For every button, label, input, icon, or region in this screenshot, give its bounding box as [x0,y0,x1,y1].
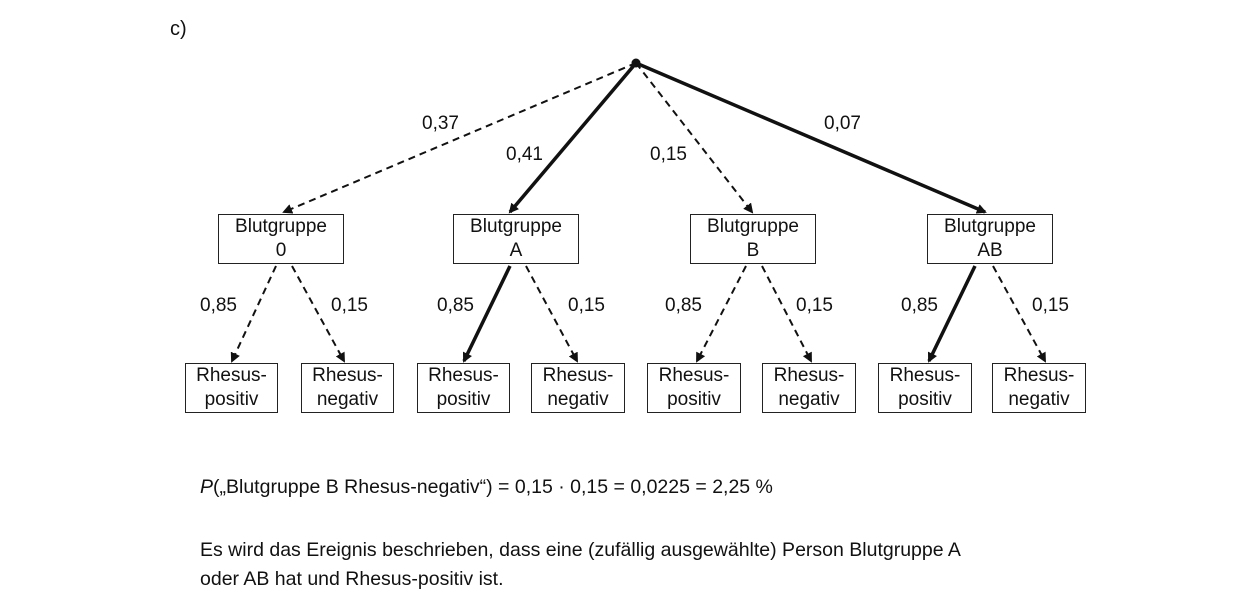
branch-AB-to-positiv [927,265,977,363]
leaf-A-rhesus-negativ: Rhesus- negativ [531,363,625,413]
prob-A-positiv: 0,85 [437,295,474,316]
leaf-label-line2: positiv [898,389,952,410]
leaf-label-line1: Rhesus- [889,365,961,386]
branch-root-to-0 [282,62,637,214]
branch-A-to-negativ [525,265,578,363]
prob-B-positiv: 0,85 [665,295,702,316]
formula-rest: („Blutgruppe B Rhesus-negativ“) = 0,15 ·… [213,476,773,498]
prob-AB-negativ: 0,15 [1032,295,1069,316]
node-label-line1: Blutgruppe [944,216,1036,237]
leaf-label-line1: Rhesus- [658,365,730,386]
leaf-label-line2: negativ [547,389,609,410]
branch-AB-to-negativ [992,265,1046,363]
prob-0-negativ: 0,15 [331,295,368,316]
leaf-label-line1: Rhesus- [773,365,845,386]
formula-p-symbol: P [200,476,214,498]
node-blutgruppe-AB: Blutgruppe AB [927,214,1053,264]
node-label-line2: 0 [275,240,287,261]
leaf-label-line2: negativ [778,389,840,410]
node-blutgruppe-A: Blutgruppe A [453,214,579,264]
prob-0-positiv: 0,85 [200,295,237,316]
description-line1: Es wird das Ereignis beschrieben, dass e… [200,539,961,561]
part-label: c) [170,18,187,40]
branch-B-to-positiv [696,265,747,363]
leaf-label-line2: positiv [436,389,491,410]
leaf-AB-rhesus-negativ: Rhesus- negativ [992,363,1086,413]
node-label-line2: A [509,240,523,261]
node-blutgruppe-B: Blutgruppe B [690,214,816,264]
prob-root-AB: 0,07 [824,113,861,134]
node-blutgruppe-0: Blutgruppe 0 [218,214,344,264]
leaf-B-rhesus-positiv: Rhesus- positiv [647,363,741,413]
leaf-label-line2: negativ [316,389,379,410]
branch-A-to-positiv [462,265,512,363]
node-label-line1: Blutgruppe [707,216,799,237]
node-label-line2: AB [977,240,1003,261]
node-label-line1: Blutgruppe [470,216,562,237]
branch-0-to-negativ [291,265,345,363]
branch-B-to-negativ [761,265,812,363]
event-description: Es wird das Ereignis beschrieben, dass e… [200,536,961,594]
prob-root-0: 0,37 [422,113,459,134]
leaf-label-line1: Rhesus- [312,365,383,386]
description-line2: oder AB hat und Rhesus-positiv ist. [200,568,504,590]
branch-root-to-B [635,62,754,214]
prob-root-B: 0,15 [650,144,687,165]
leaf-label-line1: Rhesus- [196,365,267,386]
leaf-AB-rhesus-positiv: Rhesus- positiv [878,363,972,413]
probability-formula: P(„Blutgruppe B Rhesus-negativ“) = 0,15 … [200,473,773,502]
leaf-label-line1: Rhesus- [1003,365,1075,386]
leaf-0-rhesus-positiv: Rhesus- positiv [185,363,278,413]
leaf-label-line2: negativ [1008,389,1070,410]
prob-B-negativ: 0,15 [796,295,833,316]
leaf-label-line1: Rhesus- [542,365,614,386]
leaf-B-rhesus-negativ: Rhesus- negativ [762,363,856,413]
leaf-label-line1: Rhesus- [428,365,499,386]
leaf-label-line2: positiv [204,389,259,410]
branch-0-to-positiv [230,265,277,363]
leaf-A-rhesus-positiv: Rhesus- positiv [417,363,510,413]
leaf-label-line2: positiv [667,389,721,410]
node-label-line2: B [746,240,760,261]
branch-root-to-AB [635,61,987,214]
node-label-line1: Blutgruppe [235,216,327,237]
prob-root-A: 0,41 [506,144,543,165]
branch-root-to-A [508,61,638,214]
prob-AB-positiv: 0,85 [901,295,938,316]
leaf-0-rhesus-negativ: Rhesus- negativ [301,363,394,413]
prob-A-negativ: 0,15 [568,295,605,316]
